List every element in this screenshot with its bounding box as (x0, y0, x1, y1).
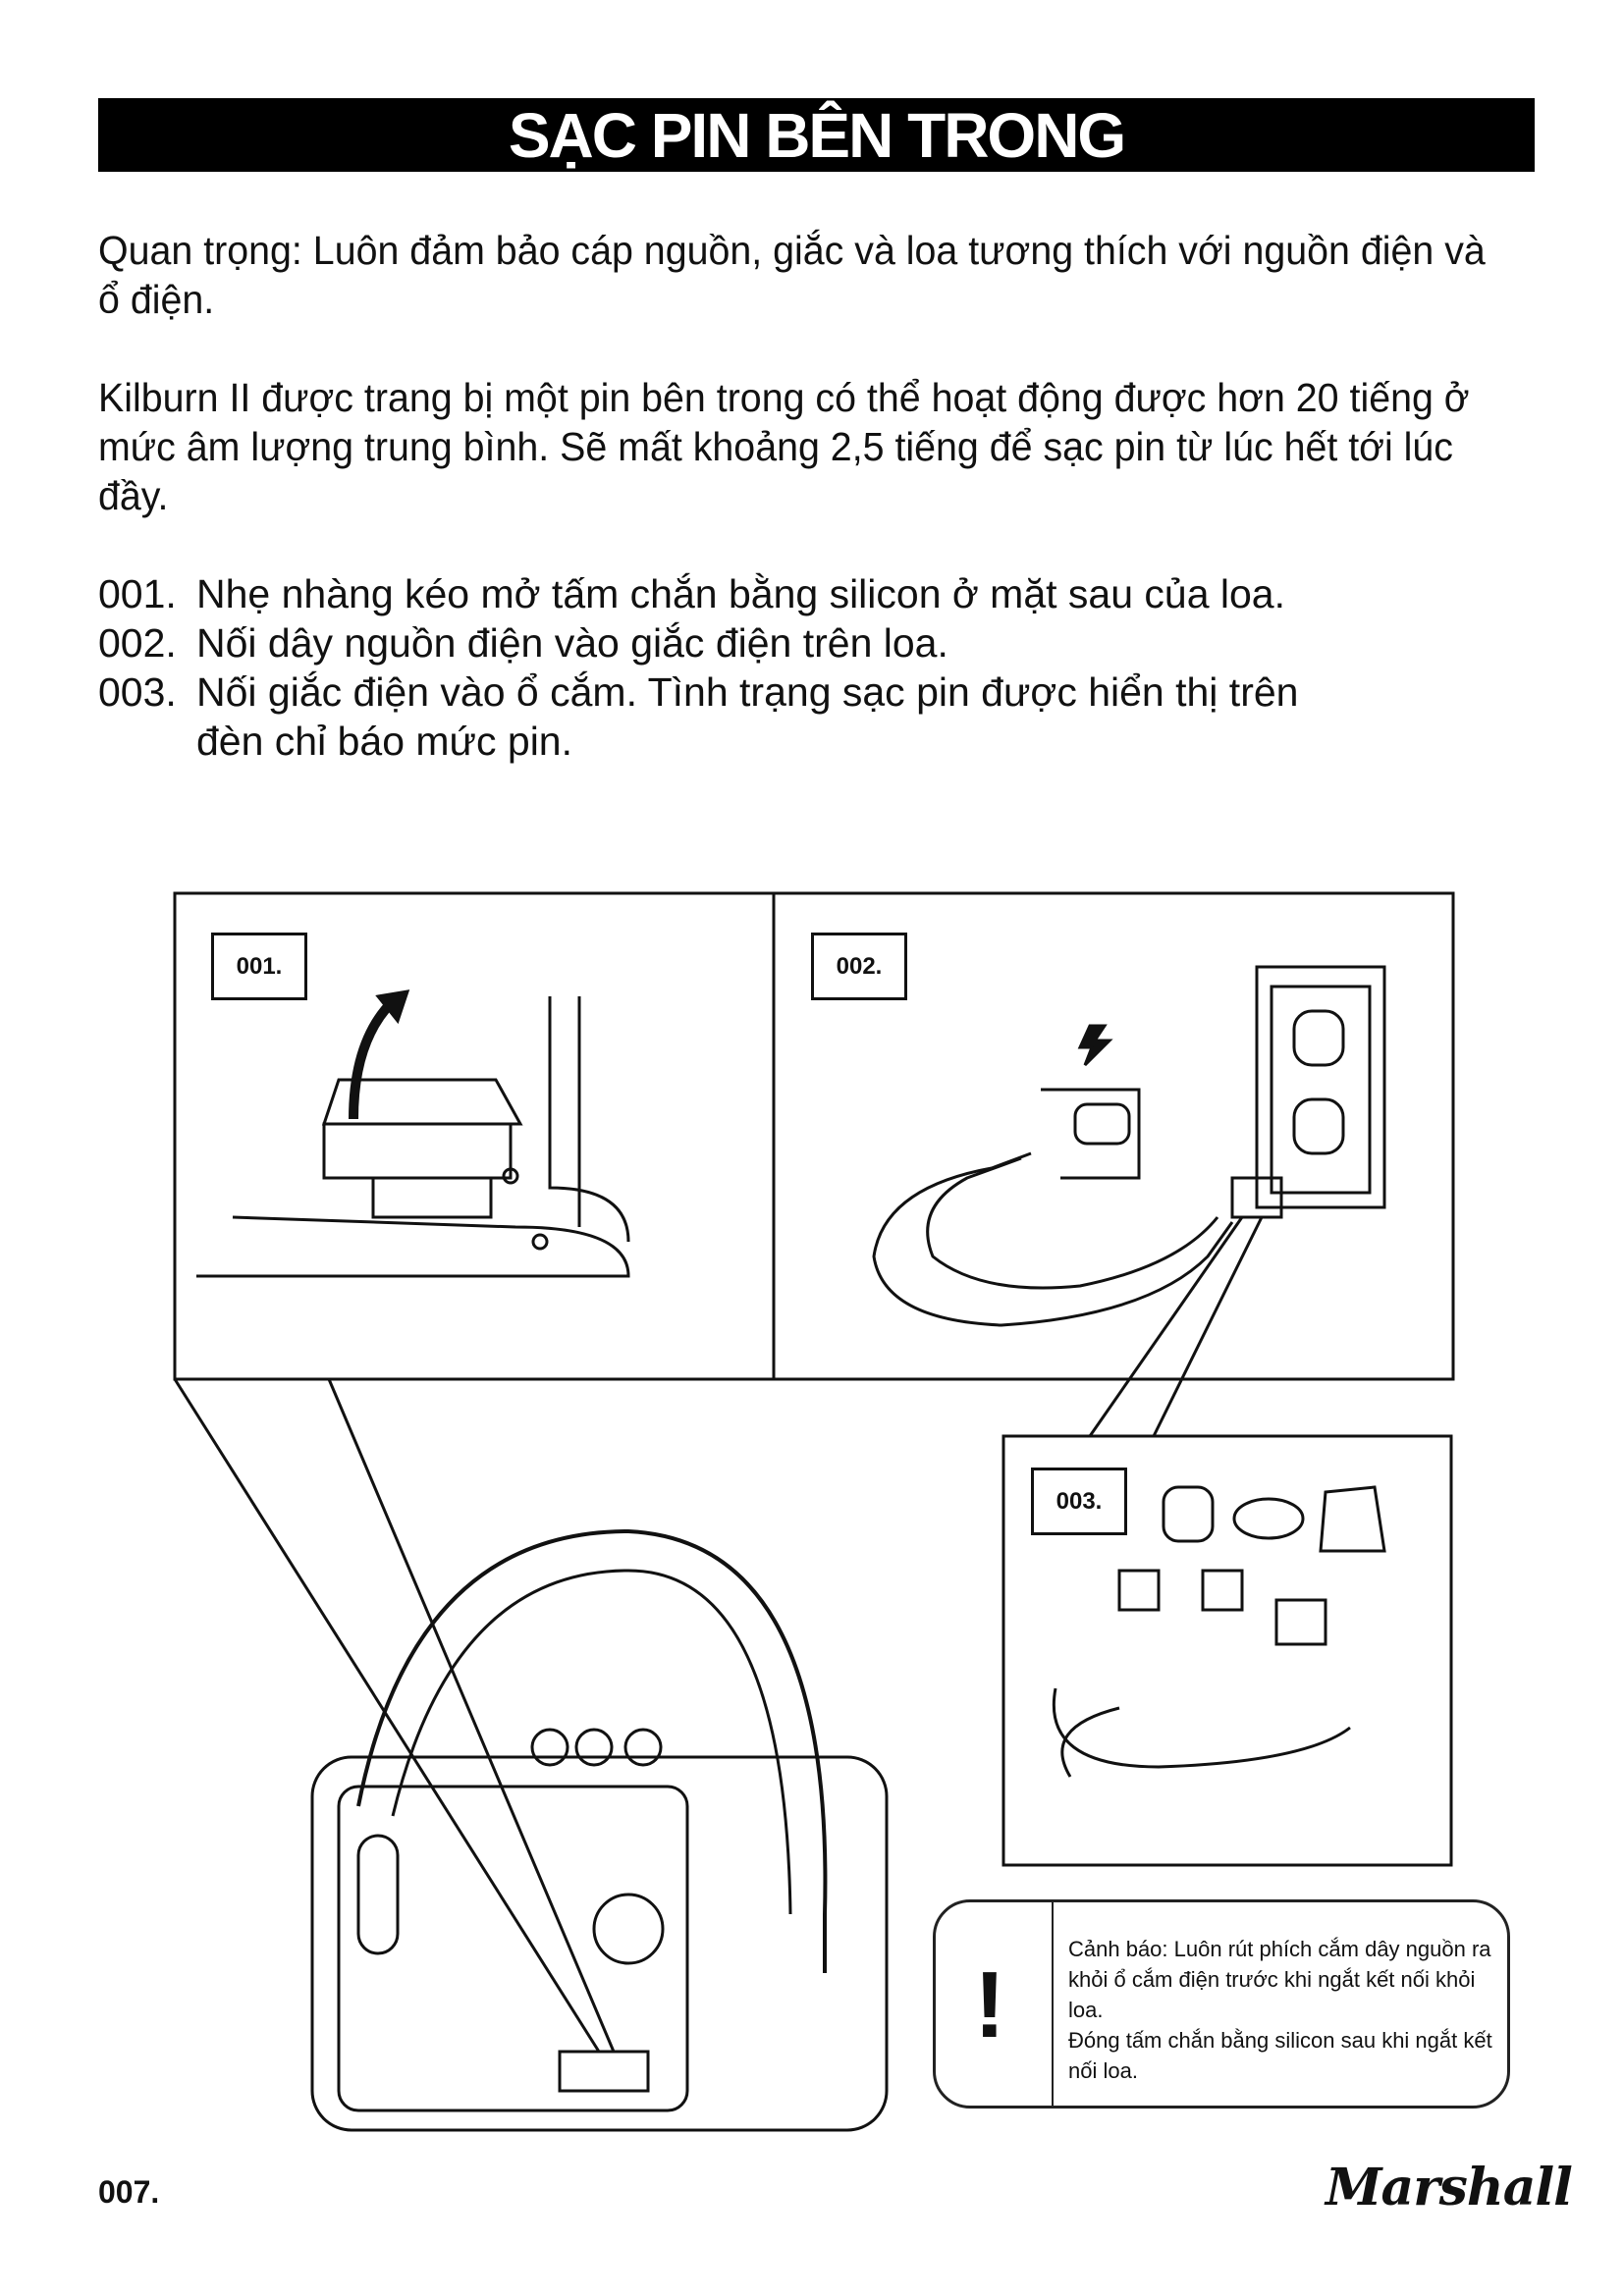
warning-line-1: Cảnh báo: Luôn rút phích cắm dây nguồn r… (1068, 1937, 1491, 2022)
flap-illustration (196, 989, 630, 1278)
speaker-illustration (310, 1528, 889, 2132)
plug-types-illustration (1052, 1485, 1386, 1778)
warning-divider (1052, 1902, 1054, 2106)
figure-label-002: 002. (811, 933, 907, 1000)
warning-text: Cảnh báo: Luôn rút phích cắm dây nguồn r… (1068, 1934, 1505, 2086)
figure-label-001: 001. (211, 933, 307, 1000)
exclamation-icon: ! (974, 1952, 1005, 2057)
marshall-logo: Marshall (1326, 2158, 1573, 2217)
callout-line (1088, 1216, 1244, 1437)
step-003-continued: đèn chỉ báo mức pin. (196, 719, 572, 764)
step-text: Nối giắc điện vào ổ cắm. Tình trạng sạc … (196, 669, 1299, 715)
page-title: SẠC PIN BÊN TRONG (98, 98, 1535, 172)
important-note: Quan trọng: Luôn đảm bảo cáp nguồn, giắc… (98, 228, 1486, 322)
step-number: 002. (98, 620, 177, 666)
page-number: 007. (98, 2174, 160, 2210)
panel-003-frame (1001, 1434, 1453, 1867)
lightning-icon (1077, 1024, 1113, 1067)
callout-line (327, 1378, 616, 2053)
callout-line (1152, 1216, 1264, 1437)
step-003: 003. Nối giắc điện vào ổ cắm. Tình trạng … (98, 667, 1298, 717)
step-number: 001. (98, 571, 177, 616)
callout-line (173, 1378, 601, 2053)
warning-box: ! Cảnh báo: Luôn rút phích cắm dây nguồn… (933, 1899, 1510, 2109)
step-001: 001. Nhẹ nhàng kéo mở tấm chắn bằng silic… (98, 569, 1285, 618)
figure-label-003: 003. (1031, 1468, 1127, 1535)
warning-line-2: Đóng tấm chắn bằng silicon sau khi ngắt … (1068, 2028, 1492, 2083)
step-text: Nhẹ nhàng kéo mở tấm chắn bằng silicon ở… (196, 571, 1286, 616)
step-number: 003. (98, 669, 177, 715)
panels-frame (173, 891, 1455, 1381)
step-text: Nối dây nguồn điện vào giắc điện trên lo… (196, 620, 948, 666)
arrow-up-icon (349, 997, 397, 1120)
outlet-illustration (872, 965, 1386, 1327)
battery-description: Kilburn II được trang bị một pin bên tro… (98, 375, 1470, 518)
step-002: 002. Nối dây nguồn điện vào giắc điện trê… (98, 618, 948, 667)
